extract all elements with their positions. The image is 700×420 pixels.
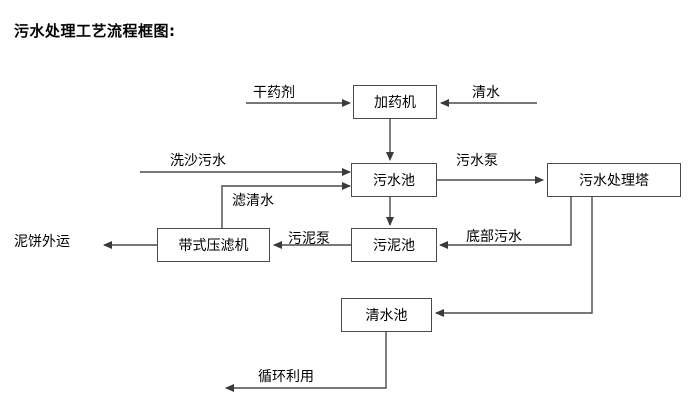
edge-label-filtered-clear-water: 滤清水 xyxy=(232,193,274,209)
node-belt-filter-press[interactable]: 带式压滤机 xyxy=(157,228,270,262)
node-dosing-machine[interactable]: 加药机 xyxy=(353,85,437,119)
edge-label-sludge-pump: 污泥泵 xyxy=(288,231,330,247)
edge-treatment-tower-to-sludge-pool xyxy=(439,197,572,249)
terminal-dry-chemical: 干药剂 xyxy=(253,85,295,101)
node-label: 污水处理塔 xyxy=(579,173,649,189)
edge-clean-water-pool-recycling xyxy=(225,332,387,392)
node-sewage-pool[interactable]: 污水池 xyxy=(351,163,437,197)
node-label: 加药机 xyxy=(374,95,416,111)
node-label: 污水池 xyxy=(373,173,415,189)
node-clean-water-pool[interactable]: 清水池 xyxy=(341,298,432,332)
terminal-sand-washing-sewage: 洗沙污水 xyxy=(170,153,226,169)
node-sewage-treatment-tower[interactable]: 污水处理塔 xyxy=(547,163,681,197)
edge-filtered-clear-water-to-sewage-pool xyxy=(221,182,351,228)
node-label: 清水池 xyxy=(365,308,408,324)
edge-label-recycling-reuse: 循环利用 xyxy=(258,369,314,385)
edge-label-bottom-sewage: 底部污水 xyxy=(466,229,522,245)
edge-label-sewage-pump: 污水泵 xyxy=(456,153,498,169)
edge-treatment-tower-to-clean-water-pool xyxy=(435,197,593,317)
terminal-mud-cake-transport: 泥饼外运 xyxy=(14,234,70,250)
node-label: 带式压滤机 xyxy=(178,238,249,254)
node-sludge-pool[interactable]: 污泥池 xyxy=(351,228,437,262)
terminal-clean-water-input: 清水 xyxy=(472,85,500,101)
node-label: 污泥池 xyxy=(373,238,415,254)
page-title: 污水处理工艺流程框图: xyxy=(14,22,176,40)
